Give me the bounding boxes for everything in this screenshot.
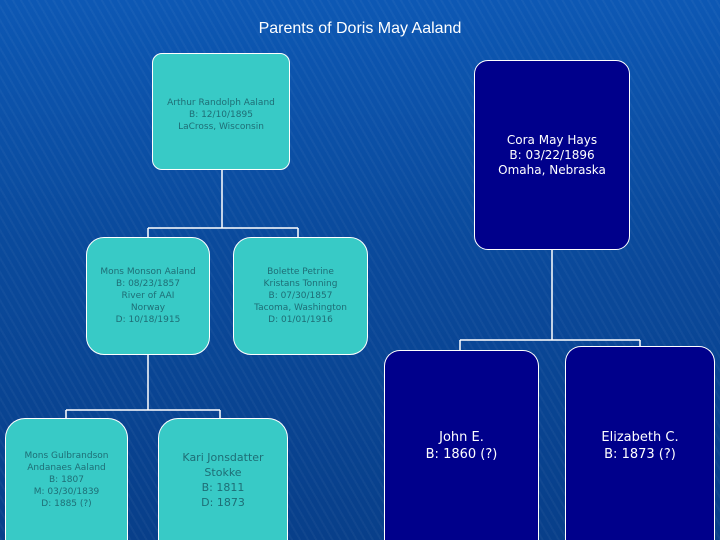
kari-surname: Stokke [204, 465, 242, 479]
node-kari-jonsdatter: Kari Jonsdatter Stokke B: 1811 D: 1873 [158, 418, 288, 540]
mons-gulbrandson-name: Mons Gulbrandson [24, 450, 109, 461]
bolette-place: Tacoma, Washington [254, 303, 347, 313]
connector-cora-parents [459, 250, 641, 350]
mons-monson-birth: B: 08/23/1857 [116, 279, 180, 289]
mons-monson-name: Mons Monson Aaland [100, 267, 196, 277]
node-john-e: John E. B: 1860 (?) [384, 350, 539, 540]
connector-mons-monson-parents [65, 355, 221, 418]
bolette-death: D: 01/01/1916 [268, 315, 333, 325]
arthur-place: LaCross, Wisconsin [178, 122, 264, 132]
kari-death: D: 1873 [201, 495, 245, 509]
mons-gulbrandson-birth: B: 1807 [49, 474, 84, 485]
node-bolette-petrine: Bolette Petrine Kristans Tonning B: 07/3… [233, 237, 368, 355]
john-birth: B: 1860 (?) [425, 447, 498, 462]
mons-gulbrandson-surname: Andanaes Aaland [27, 462, 106, 473]
mons-monson-country: Norway [130, 303, 166, 313]
connector-arthur-parents [147, 170, 299, 237]
node-arthur-randolph-aaland: Arthur Randolph Aaland B: 12/10/1895 LaC… [152, 53, 290, 170]
arthur-birth: B: 12/10/1895 [189, 110, 253, 120]
node-mons-gulbrandson: Mons Gulbrandson Andanaes Aaland B: 1807… [5, 418, 128, 540]
elizabeth-name: Elizabeth C. [601, 430, 679, 445]
kari-birth: B: 1811 [201, 480, 245, 494]
node-mons-monson-aaland: Mons Monson Aaland B: 08/23/1857 River o… [86, 237, 210, 355]
page-title: Parents of Doris May Aaland [258, 20, 462, 37]
node-cora-may-hays: Cora May Hays B: 03/22/1896 Omaha, Nebra… [474, 60, 630, 250]
bolette-surname: Kristans Tonning [263, 279, 338, 289]
node-elizabeth-c: Elizabeth C. B: 1873 (?) [565, 346, 715, 540]
arthur-name: Arthur Randolph Aaland [167, 98, 275, 108]
cora-name: Cora May Hays [506, 132, 598, 147]
kari-name: Kari Jonsdatter [182, 450, 264, 464]
john-name: John E. [439, 430, 484, 445]
bolette-name: Bolette Petrine [267, 267, 334, 277]
mons-gulbrandson-marriage: M: 03/30/1839 [33, 486, 100, 497]
mons-monson-death: D: 10/18/1915 [115, 315, 181, 325]
mons-gulbrandson-death: D: 1885 (?) [41, 498, 92, 509]
bolette-birth: B: 07/30/1857 [268, 291, 333, 301]
cora-birth: B: 03/22/1896 [509, 147, 595, 162]
cora-place: Omaha, Nebraska [498, 162, 606, 177]
elizabeth-birth: B: 1873 (?) [604, 447, 676, 462]
mons-monson-place: River of AAI [121, 291, 175, 301]
